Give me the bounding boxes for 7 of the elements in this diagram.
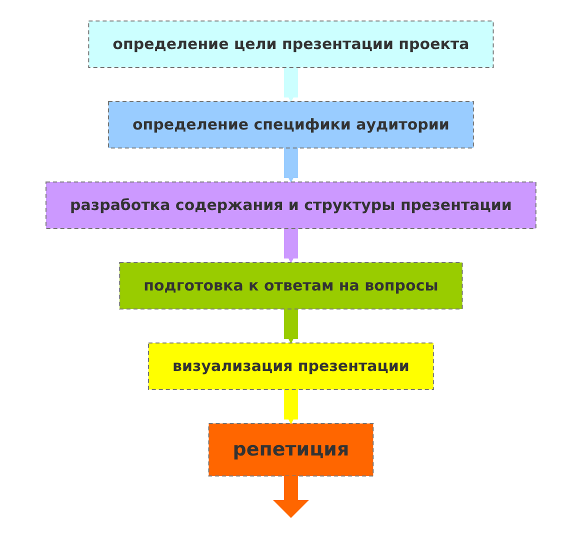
arrow [273, 476, 309, 518]
process-box: определение специфики аудитории [108, 100, 474, 148]
process-box: подготовка к ответам на вопросы [119, 262, 463, 309]
process-box: разработка содержания и структуры презентации [46, 181, 536, 228]
process-box: определение цели презентации проекта [88, 20, 494, 68]
process-box: репетиция [208, 422, 374, 476]
process-box: визуализация презентации [148, 342, 434, 390]
